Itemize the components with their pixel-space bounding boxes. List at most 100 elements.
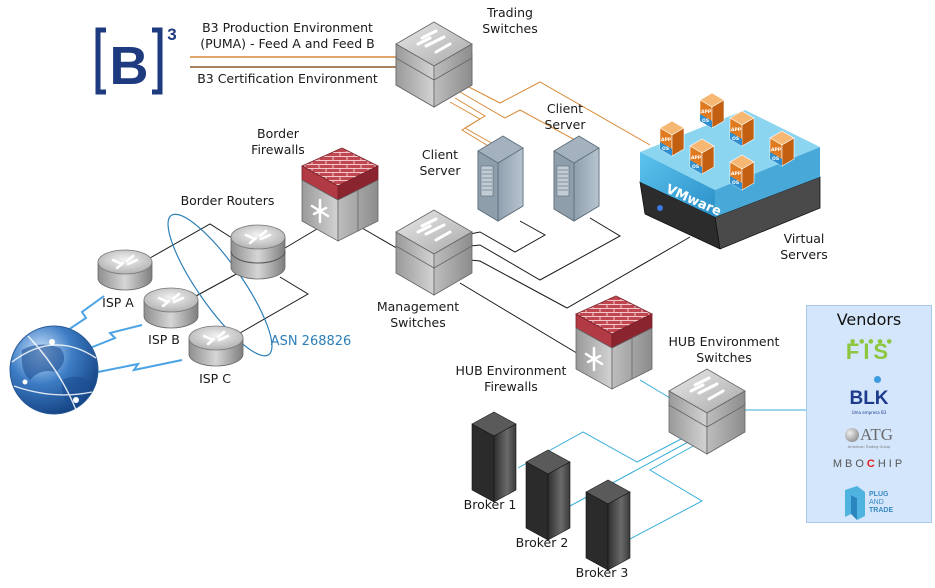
client-server-1-label: Client Server [410,147,470,179]
management-switches-label-line2: Switches [390,315,446,330]
trading-switches-icon[interactable] [395,21,473,108]
link-trading-client1b [449,101,491,148]
vendors-panel: Vendors ● ● ● ● ● FIS BLK Uma empresa B3… [806,305,932,523]
client-server-1-icon[interactable] [477,135,524,222]
hub-switches-icon[interactable] [668,368,746,455]
broker-2-icon[interactable] [525,449,571,541]
broker-2-label: Broker 2 [515,535,569,550]
border-router-icon[interactable] [230,224,286,280]
broker-3-icon[interactable] [585,479,631,571]
plug-and-trade-line3: TRADE [869,507,894,514]
vendor-plug-and-trade-logo[interactable] [807,484,931,524]
mbochip-post: HIP [877,458,906,470]
vendor-plug-and-trade-text: PLUG AND TRADE [869,491,893,515]
client-server-1-label-line2: Server [419,163,461,178]
b3-logo-letter: B [110,36,149,96]
border-routers-label: Border Routers [180,193,275,208]
plug-and-trade-line2: AND [869,499,884,506]
virtual-servers-label-line2: Servers [780,247,828,262]
link-router-ispa [149,223,233,259]
virtual-servers-label: Virtual Servers [772,231,836,263]
virtual-servers-label-line1: Virtual [783,231,825,246]
client-server-2-label: Client Server [535,101,595,133]
vendor-atg-subtitle: American Trading Group [847,445,891,449]
management-switches-label: Management Switches [368,299,468,331]
vm-instance-icon: APP OS [699,92,725,129]
link-trading-client2 [459,91,576,141]
client-server-2-icon[interactable] [553,135,600,222]
b3-logo: B 3 [95,25,177,96]
link-hub-broker1 [517,431,686,469]
client-server-1-label-line1: Client [421,147,459,162]
vm-app-label: APP [701,109,712,115]
internet-globe-icon[interactable] [9,325,99,415]
vendor-mbochip-logo[interactable]: MBOCHIP [807,458,931,470]
isp-b-label: ISP B [148,332,180,347]
vendor-blk-logo[interactable]: BLK [849,388,889,409]
vendor-separator-dot [874,376,881,383]
link-hubfw-hubswitch [639,379,671,399]
trading-switches-label: Trading Switches [470,5,550,37]
mbochip-accent: C [866,458,878,470]
isp-b-router-icon[interactable] [143,287,199,329]
link-router-borderfw [284,225,323,249]
broker-1-label: Broker 1 [463,497,517,512]
hub-switches-label-line2: Switches [696,350,752,365]
border-firewall-icon[interactable] [301,147,379,242]
asn-label: ASN 268826 [270,334,352,349]
management-switches-label-line1: Management [376,299,460,314]
vendor-atg-logo[interactable]: ATG [807,425,931,445]
vm-os-label: OS [662,146,669,152]
vm-app-label: APP [661,137,672,143]
production-feed-label-line2: (PUMA) - Feed A and Feed B [200,36,375,51]
vm-instance-icon: APP OS [659,120,685,157]
certification-feed-label: B3 Certification Environment [197,71,378,86]
vm-app-label: APP [731,171,742,177]
link-trading-vmware [464,81,651,146]
atg-globe-icon [844,428,859,442]
plug-and-trade-line1: PLUG [869,491,889,498]
vm-app-label: APP [731,127,742,133]
b3-logo-superscript: 3 [167,25,176,44]
hub-switches-label: HUB Environment Switches [662,334,786,366]
border-firewalls-label-line1: Border [257,126,299,141]
border-firewalls-label-line2: Firewalls [251,142,305,157]
management-switches-icon[interactable] [395,209,473,296]
isp-c-router-icon[interactable] [188,325,244,367]
mbochip-pre: MBO [832,458,867,470]
broker-1-icon[interactable] [471,411,517,503]
virtual-servers-icon[interactable]: VMware [639,110,821,250]
client-server-2-label-line2: Server [544,117,586,132]
links [67,56,806,540]
link-globe-ispc [97,359,183,373]
link-globe-ispb [89,324,143,349]
vendor-blk-subtitle: Uma empresa B3 [851,410,887,415]
link-mgmt-hubfw [459,282,581,356]
link-mgmt-client2 [469,217,622,281]
vm-os-label: OS [702,118,709,124]
trading-switches-label-line2: Switches [482,21,538,36]
vm-app-label: APP [691,155,702,161]
isp-a-label: ISP A [102,295,134,310]
vm-os-label: OS [772,156,779,162]
link-mgmt-client1 [469,220,547,253]
vm-instance-icon: APP OS [729,110,755,147]
hub-firewall-icon[interactable] [575,295,653,390]
link-router-ispc [239,276,309,334]
plug-and-trade-mark-icon [845,486,865,520]
link-hub-broker3 [629,444,704,540]
production-feed-label-line1: B3 Production Environment [202,20,373,35]
link-globe-ispa [67,295,105,331]
vendor-fis-logo[interactable]: FIS [845,339,893,364]
trading-switches-label-line1: Trading [487,5,533,20]
link-router-ispb [195,271,241,297]
link-mgmt-vmware [469,236,691,309]
fis-logo-dots: ● ● ● ● ● [850,338,893,345]
isp-a-router-icon[interactable] [97,249,153,291]
hub-firewalls-label: HUB Environment Firewalls [449,363,573,395]
link-borderfw-mgmt [361,227,401,251]
vm-os-label: OS [732,136,739,142]
